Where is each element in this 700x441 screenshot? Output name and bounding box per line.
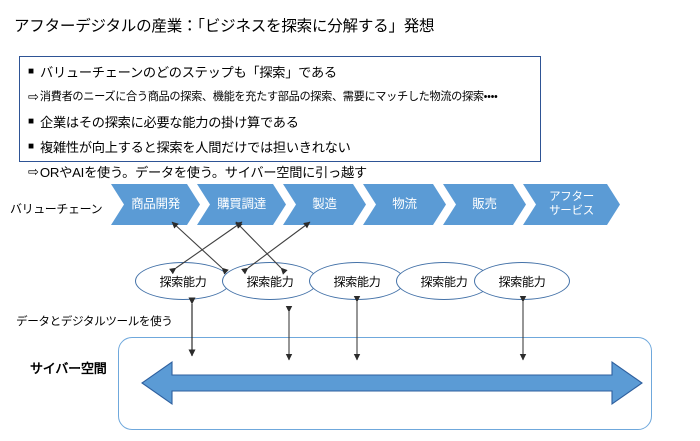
cyber-space-label: サイバー空間: [30, 361, 107, 376]
capability-ellipse-1: 探索能力: [135, 262, 231, 300]
square-bullet-icon: ■: [28, 141, 35, 152]
value-chain-step-manufacturing: 製造: [283, 184, 366, 225]
list-item: ■ 企業はその探索に必要な能力の掛け算である: [28, 111, 536, 136]
capability-ellipse-2: 探索能力: [222, 262, 318, 300]
data-tools-label: データとデジタルツールを使う: [16, 315, 173, 328]
list-item-text: バリューチェーンのどのステップも「探索」である: [40, 65, 337, 80]
key-points-list: ■ バリューチェーンのどのステップも「探索」である ⇨ 消費者のニーズに合う商品…: [28, 61, 536, 186]
list-item: ■ バリューチェーンのどのステップも「探索」である: [28, 61, 536, 86]
list-item-text: 企業はその探索に必要な能力の掛け算である: [40, 115, 299, 130]
list-item-text: 複雑性が向上すると探索を人間だけでは担いきれない: [40, 140, 351, 155]
square-bullet-icon: ■: [28, 66, 35, 77]
value-chain-step-procurement: 購買調達: [197, 184, 286, 225]
arrow-bullet-icon: ⇨: [28, 164, 39, 179]
capability-ellipse-3: 探索能力: [309, 262, 405, 300]
list-item-text: ORやAIを使う。データを使う。サイバー空間に引っ越す: [39, 165, 367, 180]
list-item-text: 消費者のニーズに合う商品の探索、機能を充たす部品の探索、需要にマッチした物流の探…: [39, 91, 498, 103]
page-title: アフターデジタルの産業：「ビジネスを探索に分解する」発想: [14, 18, 435, 35]
value-chain-step-product-development: 商品開発: [111, 184, 200, 225]
key-points-callout: ■ バリューチェーンのどのステップも「探索」である ⇨ 消費者のニーズに合う商品…: [19, 56, 541, 180]
capability-ellipse-5: 探索能力: [474, 262, 570, 300]
value-chain-step-logistics: 物流: [363, 184, 446, 225]
value-chain-step-sales: 販売: [443, 184, 526, 225]
value-chain-step-after-service: アフター サービス: [523, 184, 620, 225]
list-item: ⇨ ORやAIを使う。データを使う。サイバー空間に引っ越す: [28, 161, 536, 186]
arrow-bullet-icon: ⇨: [28, 89, 39, 104]
connector-arrow-4: [241, 221, 311, 275]
cyber-space-container: [118, 337, 652, 430]
list-item: ⇨ 消費者のニーズに合う商品の探索、機能を充たす部品の探索、需要にマッチした物流…: [28, 86, 536, 111]
list-item: ■ 複雑性が向上すると探索を人間だけでは担いきれない: [28, 136, 536, 161]
square-bullet-icon: ■: [28, 116, 35, 127]
value-chain-label: バリューチェーン: [10, 202, 103, 216]
